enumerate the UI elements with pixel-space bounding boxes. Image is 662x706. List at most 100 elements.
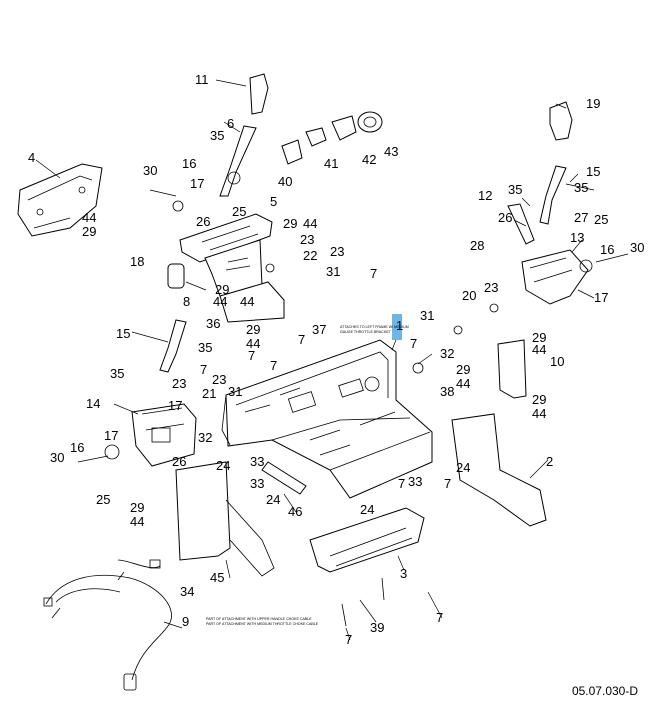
- callout-label: 26: [498, 210, 512, 225]
- upper-note-line-1: ATTACHES TO LEFT FRAME W/ MEDIUM: [340, 325, 409, 329]
- callout-label: 14: [86, 396, 100, 411]
- frame-brackets: [175, 413, 547, 577]
- callout-label: 35: [508, 182, 522, 197]
- callout-label: 7: [444, 476, 451, 491]
- callout-label: 46: [288, 504, 302, 519]
- main-console-frame: [221, 339, 433, 499]
- callout-label: 13: [570, 230, 584, 245]
- callout-label: 28: [470, 238, 484, 253]
- upper-note-line-2: GAUGE THROTTLE BRACKET: [340, 330, 392, 334]
- callout-label: 12: [478, 188, 492, 203]
- callout-label: 29: [82, 224, 96, 239]
- callout-label: 24: [216, 458, 230, 473]
- callout-label: 44: [456, 376, 470, 391]
- callout-label: 45: [210, 570, 224, 585]
- callout-label: 17: [190, 176, 204, 191]
- leader-lines: [35, 79, 595, 641]
- callout-label: 33: [250, 476, 264, 491]
- callout-label: 37: [312, 322, 326, 337]
- callout-label: 9: [182, 614, 189, 629]
- callout-label: 26: [172, 454, 186, 469]
- callout-label: 3: [400, 566, 407, 581]
- lower-note-line-1: PART OF ATTACHMENT WITH UPPER HANDLE CHO…: [206, 617, 312, 621]
- callout-label: 27: [574, 210, 588, 225]
- right-control-assembly: [497, 101, 589, 399]
- lower-note-line-2: PART OF ATTACHMENT WITH MEDIUM THROTTLE …: [206, 622, 319, 626]
- callout-label: 1: [396, 318, 403, 333]
- callout-label: 26: [196, 214, 210, 229]
- callout-label: 17: [168, 398, 182, 413]
- callout-label: 16: [70, 440, 84, 455]
- callout-label: 30: [630, 240, 644, 255]
- callout-label: 25: [96, 492, 110, 507]
- callout-label: 24: [456, 460, 470, 475]
- callout-label: 30: [50, 450, 64, 465]
- callout-label: 21: [202, 386, 216, 401]
- callout-label: 7: [200, 362, 207, 377]
- callout-label: 19: [586, 96, 600, 111]
- callout-label: 7: [398, 476, 405, 491]
- callout-label: 23: [300, 232, 314, 247]
- callout-label: 16: [600, 242, 614, 257]
- callout-label: 20: [462, 288, 476, 303]
- callout-label: 34: [180, 584, 194, 599]
- callout-label: 29: [456, 362, 470, 377]
- callout-label: 2: [546, 454, 553, 469]
- callout-label: 7: [370, 266, 377, 281]
- callout-label: 16: [182, 156, 196, 171]
- callout-label: 4: [28, 150, 35, 165]
- callout-label: 35: [210, 128, 224, 143]
- callout-label: 44: [130, 514, 144, 529]
- callout-label: 5: [270, 194, 277, 209]
- callout-label: 7: [270, 358, 277, 373]
- callout-label: 44: [303, 216, 317, 231]
- callout-label: 44: [82, 210, 96, 225]
- callout-label: 33: [408, 474, 422, 489]
- callout-label: 35: [198, 340, 212, 355]
- callout-label: 35: [574, 180, 588, 195]
- callout-label: 44: [532, 406, 546, 421]
- callout-label: 17: [594, 290, 608, 305]
- left-side-plate: [17, 163, 103, 237]
- callout-label: 17: [104, 428, 118, 443]
- callout-label: 7: [248, 348, 255, 363]
- callout-label: 23: [484, 280, 498, 295]
- throttle-knob-hardware: [281, 111, 383, 165]
- callout-label: 15: [116, 326, 130, 341]
- callout-label: 43: [384, 144, 398, 159]
- callout-label: 29: [283, 216, 297, 231]
- callout-label: 29: [215, 282, 229, 297]
- callout-label: 44: [532, 342, 546, 357]
- callout-label: 44: [240, 294, 254, 309]
- callout-label: 25: [594, 212, 608, 227]
- callout-label: 39: [370, 620, 384, 635]
- drawing-code: 05.07.030-D: [571, 684, 638, 698]
- callout-label: 23: [212, 372, 226, 387]
- callout-label: 30: [143, 163, 157, 178]
- callout-labels: 11 6 35 16 30 17 26 25 4 44 29 40 41 42 …: [28, 72, 644, 647]
- callout-label: 23: [330, 244, 344, 259]
- callout-label: 25: [232, 204, 246, 219]
- callout-label: 36: [206, 316, 220, 331]
- callout-label: 29: [532, 392, 546, 407]
- callout-label: 35: [110, 366, 124, 381]
- callout-label: 31: [228, 384, 242, 399]
- callout-label: 15: [586, 164, 600, 179]
- callout-label: 29: [246, 322, 260, 337]
- callout-label: 11: [195, 72, 209, 87]
- callout-label: 10: [550, 354, 564, 369]
- callout-label: 33: [250, 454, 264, 469]
- callout-label: 7: [345, 632, 352, 647]
- callout-label: 32: [198, 430, 212, 445]
- callout-highlight: [392, 314, 402, 340]
- callout-label: 8: [183, 294, 190, 309]
- callout-label: 29: [130, 500, 144, 515]
- callout-label: 31: [420, 308, 434, 323]
- callout-label: 44: [246, 336, 260, 351]
- callout-label: 32: [440, 346, 454, 361]
- callout-label: 22: [303, 248, 317, 263]
- wire-harness: [43, 559, 172, 691]
- callout-label: 31: [326, 264, 340, 279]
- callout-label: 42: [362, 152, 376, 167]
